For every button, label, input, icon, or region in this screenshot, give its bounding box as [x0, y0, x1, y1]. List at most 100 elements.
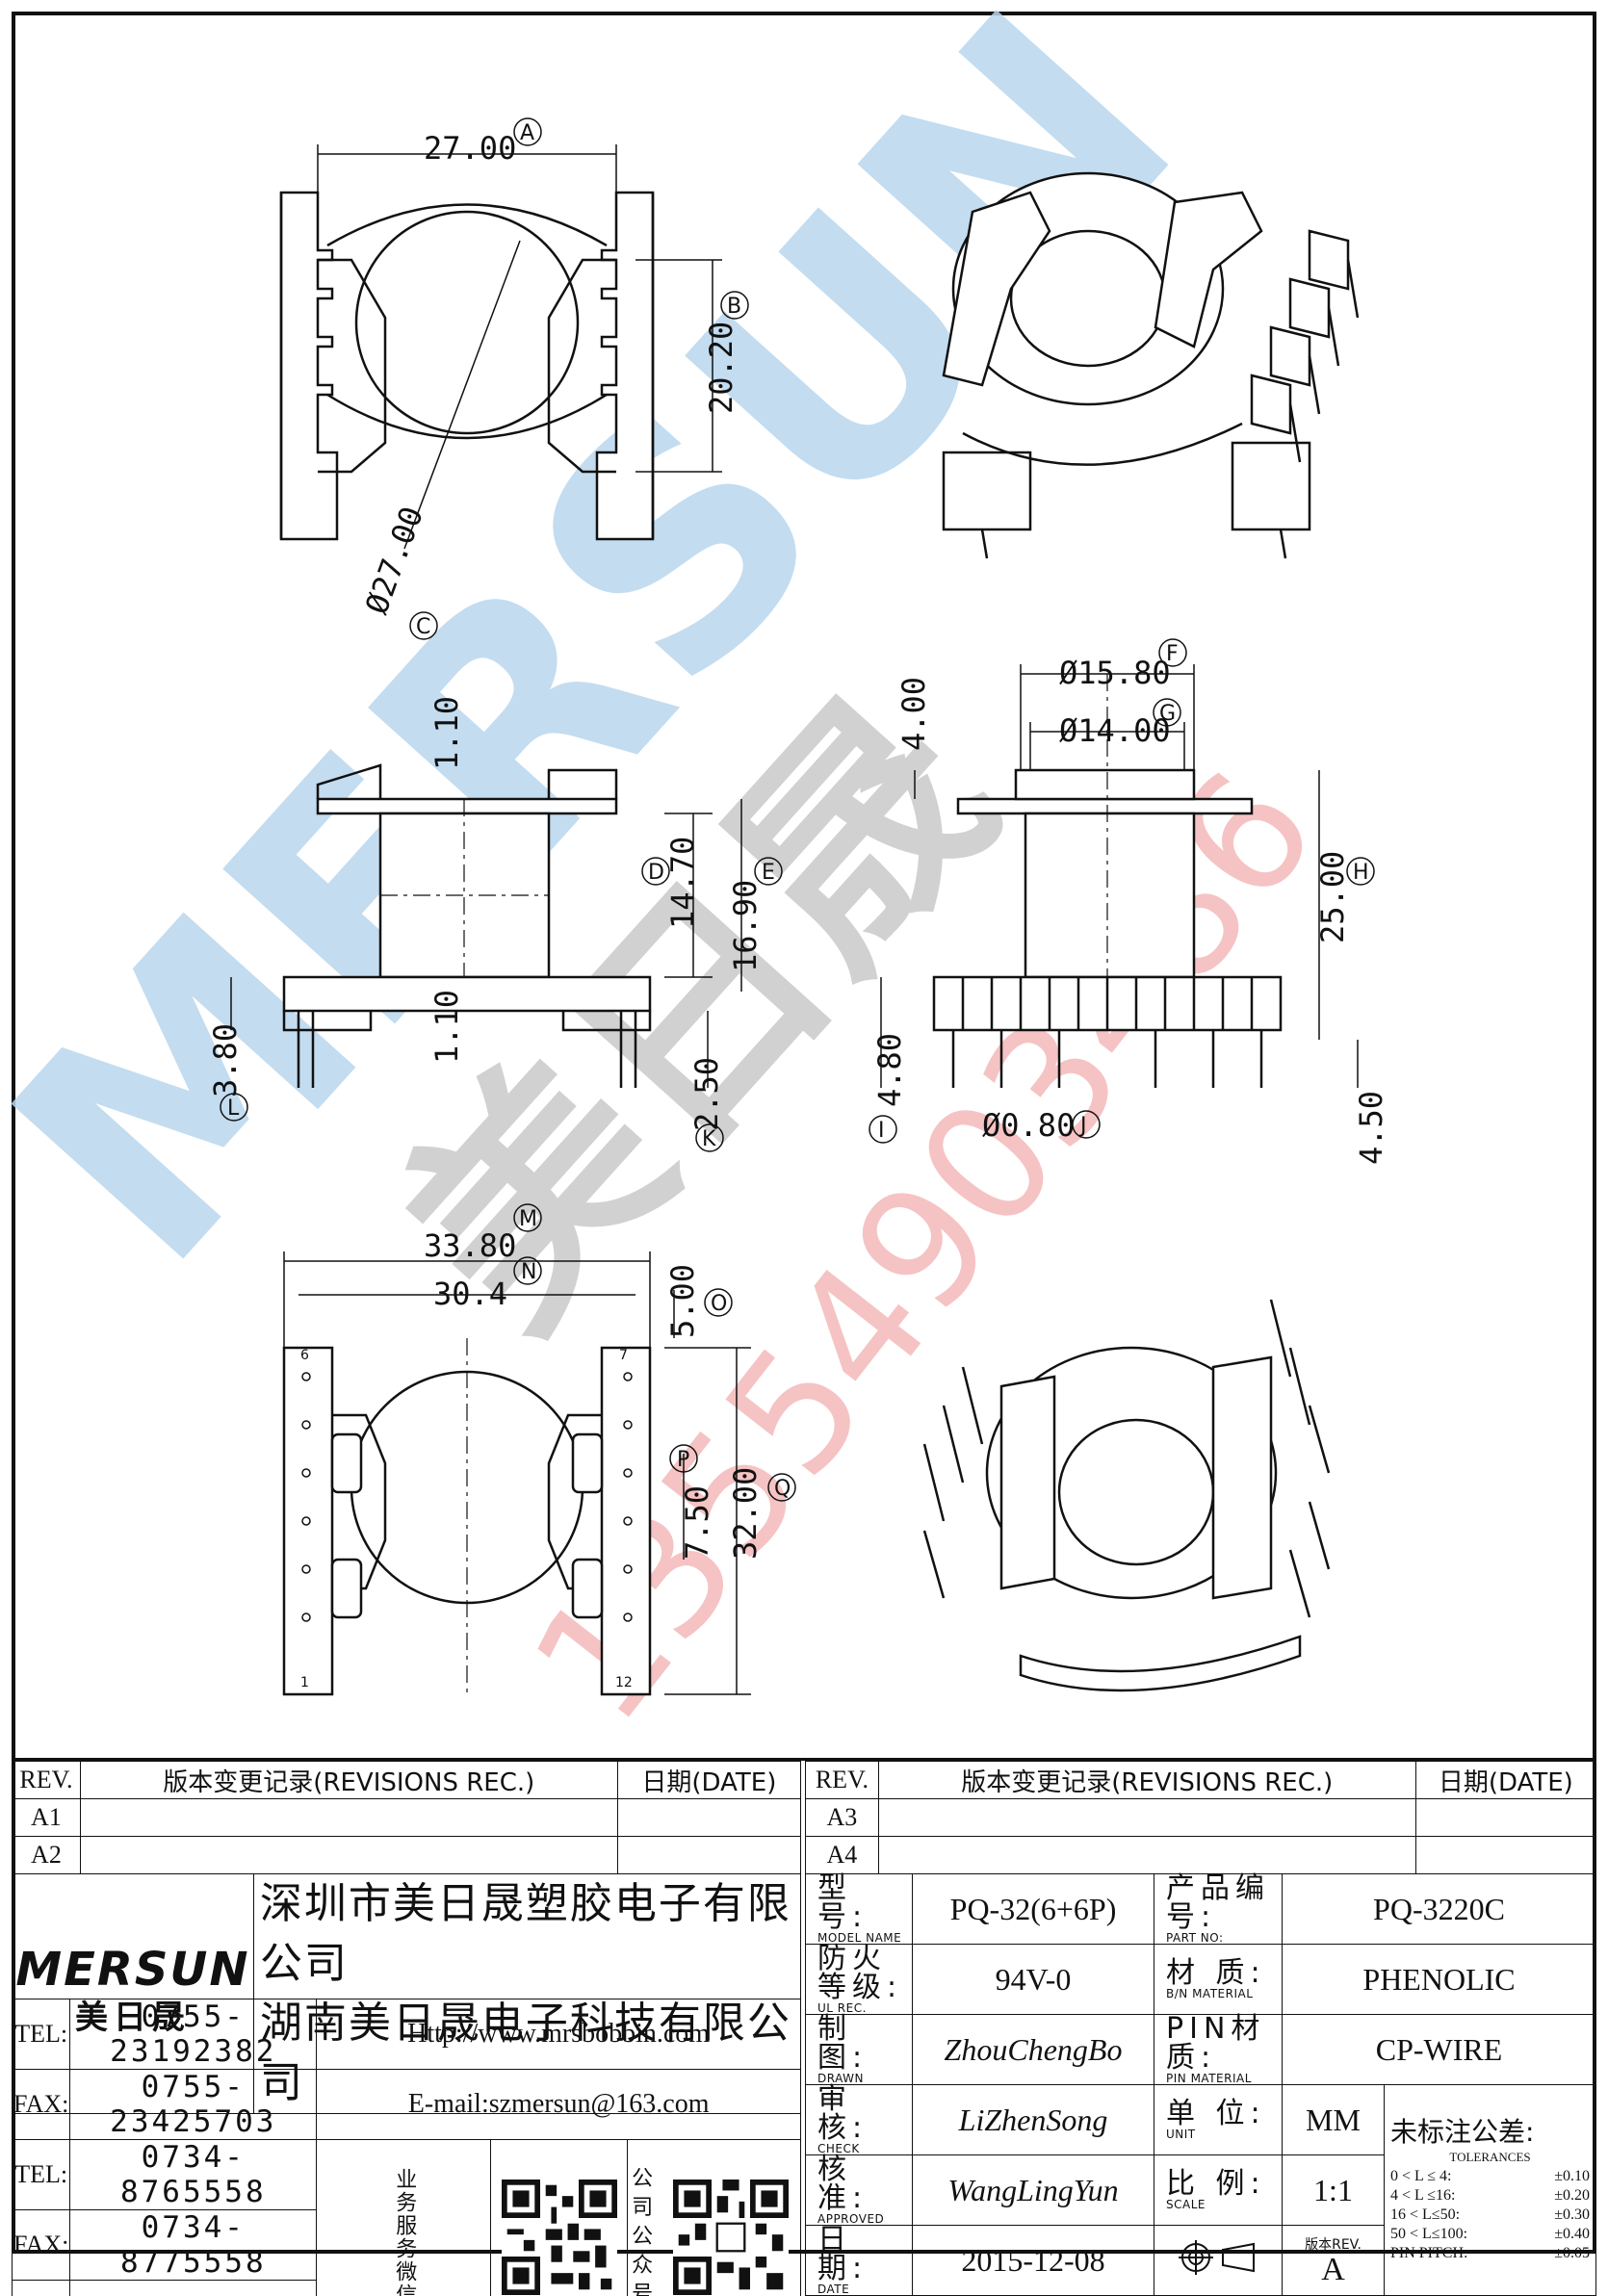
pin-value: CP-WIRE: [1283, 2015, 1596, 2085]
check-value: LiZhenSong: [913, 2085, 1154, 2155]
ref-c: C: [416, 615, 430, 639]
pin-6: 6: [300, 1348, 309, 1363]
tolerance-sub: TOLERANCES: [1390, 2148, 1590, 2167]
dim-o: 5.00: [664, 1264, 701, 1338]
rev-row-a2: A2: [13, 1837, 81, 1874]
dim-f: Ø15.80: [1059, 655, 1171, 691]
contact-label: TEL:: [13, 2140, 70, 2210]
ref-i: I: [878, 1119, 885, 1143]
contact-value: 0755-23425703: [70, 2070, 317, 2140]
company-block: MERSUN 美日晟 深圳市美日晟塑胶电子有限公司 湖南美日晟电子科技有限公司 …: [12, 1873, 801, 2257]
pin-label: PIN材质:PIN MATERIAL: [1154, 2015, 1283, 2085]
unit-value: MM: [1283, 2085, 1385, 2155]
tolerance-row: PIN PITCH:±0.05: [1390, 2244, 1590, 2263]
dim-a: 27.00: [424, 130, 516, 167]
material-label: 材 质:B/N MATERIAL: [1154, 1945, 1283, 2015]
ul-label: 防火等级:UL REC.: [806, 1945, 913, 2015]
ref-d: D: [648, 861, 664, 885]
model-value: PQ-32(6+6P): [913, 1874, 1154, 1945]
ref-l: L: [227, 1096, 240, 1121]
rev-date-header-right: 日期(DATE): [1415, 1762, 1595, 1799]
dim-n: 30.4: [433, 1276, 507, 1312]
revision-table-left: REV. 版本变更记录(REVISIONS REC.) 日期(DATE) A1 …: [12, 1761, 801, 1874]
rev-header: REV.: [13, 1762, 81, 1799]
date-value: 2015-12-08: [913, 2226, 1154, 2296]
dim-i: 4.80: [871, 1033, 908, 1107]
dim-top-gap: 1.10: [428, 696, 465, 770]
approved-value: WangLingYun: [913, 2155, 1154, 2226]
tolerance-row: 16 < L≤50:±0.30: [1390, 2206, 1590, 2225]
ref-m: M: [519, 1207, 537, 1231]
rev-rec-header-right: 版本变更记录(REVISIONS REC.): [878, 1762, 1415, 1799]
version-label: 版本REV.: [1283, 2234, 1384, 2254]
ref-n: N: [521, 1260, 536, 1284]
dim-bottom-gap: 1.10: [428, 990, 465, 1064]
unit-label: 单 位:UNIT: [1154, 2085, 1283, 2155]
pin-12: 12: [615, 1675, 633, 1690]
qr-label-official: 公司公众号: [628, 2165, 657, 2296]
ref-f: F: [1166, 642, 1179, 666]
material-value: PHENOLIC: [1283, 1945, 1596, 2015]
pin-1: 1: [300, 1675, 309, 1690]
contact-label: M B:: [13, 2281, 70, 2296]
rev-row-a3: A3: [806, 1799, 879, 1837]
dim-d: 14.70: [664, 837, 701, 929]
contact-label: FAX:: [13, 2070, 70, 2140]
rev-row-a1: A1: [13, 1799, 81, 1837]
tolerance-block: 未标注公差: TOLERANCES 0 < L ≤ 4:±0.10 4 < L …: [1385, 2085, 1596, 2296]
tolerance-row: 50 < L≤100:±0.40: [1390, 2225, 1590, 2244]
rev-date-header: 日期(DATE): [617, 1762, 800, 1799]
tolerance-row: 4 < L ≤16:±0.20: [1390, 2186, 1590, 2206]
ref-h: H: [1353, 861, 1369, 885]
model-label: 型 号:MODEL NAME: [806, 1874, 913, 1945]
dim-e: 16.90: [727, 880, 764, 972]
logo-text: MERSUN: [13, 1946, 253, 1994]
qr-code-wechat: [491, 2140, 628, 2296]
contact-value: 13554903486/15386086888: [70, 2281, 317, 2296]
dim-b: 20.20: [703, 322, 739, 414]
dim-k: 2.50: [688, 1057, 725, 1131]
version-cell: 版本REV. A: [1283, 2226, 1385, 2296]
drawn-value: ZhouChengBo: [913, 2015, 1154, 2085]
dim-h: 25.00: [1314, 851, 1351, 943]
check-label: 审 核:CHECK: [806, 2085, 913, 2155]
drawn-label: 制 图:DRAWN: [806, 2015, 913, 2085]
ref-p: P: [677, 1448, 689, 1472]
qr-official-icon: [663, 2180, 798, 2295]
version-value: A: [1283, 2254, 1384, 2286]
ul-value: 94V-0: [913, 1945, 1154, 2015]
rev-header-right: REV.: [806, 1762, 879, 1799]
dim-g: Ø14.00: [1059, 712, 1171, 749]
dim-m: 33.80: [424, 1227, 516, 1264]
qr-wechat-icon: [492, 2180, 627, 2295]
approved-label: 核 准:APPROVED: [806, 2155, 913, 2226]
contact-value: 0734-8775558: [70, 2210, 317, 2281]
part-label: 产品编号:PART NO:: [1154, 1874, 1283, 1945]
ref-j: J: [1078, 1114, 1087, 1138]
tolerance-title: 未标注公差:: [1390, 2117, 1590, 2148]
contact-table: TEL: 0755-23192382 Http://www.mrsbobbin.…: [12, 1999, 801, 2296]
pin-7: 7: [619, 1348, 628, 1363]
date-label: 日 期:DATE: [806, 2226, 913, 2296]
scale-label: 比 例:SCALE: [1154, 2155, 1283, 2226]
company-name-1: 深圳市美日晟塑胶电子有限公司: [260, 1874, 800, 1994]
ref-o: O: [711, 1292, 727, 1316]
website[interactable]: Http://www.mrsbobbin.com: [317, 1999, 801, 2070]
iso-view-bottom: [924, 1300, 1329, 1690]
rev-rec-header: 版本变更记录(REVISIONS REC.): [80, 1762, 617, 1799]
dim-pin-len: 4.50: [1353, 1091, 1389, 1165]
dim-p: 7.50: [679, 1485, 715, 1560]
contact-label: FAX:: [13, 2210, 70, 2281]
iso-view-top: [944, 173, 1358, 558]
revision-table-right: REV. 版本变更记录(REVISIONS REC.) 日期(DATE) A3 …: [805, 1761, 1596, 1874]
email[interactable]: E-mail:szmersun@163.com: [317, 2070, 801, 2140]
ref-g: G: [1159, 702, 1176, 726]
ref-k: K: [702, 1127, 716, 1151]
ref-a: A: [520, 121, 534, 145]
ref-b: B: [727, 295, 741, 319]
contact-label: TEL:: [13, 1999, 70, 2070]
technical-drawing: MERSUN 美日晟 13554903486: [0, 0, 1608, 1762]
contact-value: 0734-8765558: [70, 2140, 317, 2210]
dim-l: 3.80: [207, 1023, 244, 1097]
title-block: REV. 版本变更记录(REVISIONS REC.) 日期(DATE) A1 …: [12, 1758, 1596, 2257]
